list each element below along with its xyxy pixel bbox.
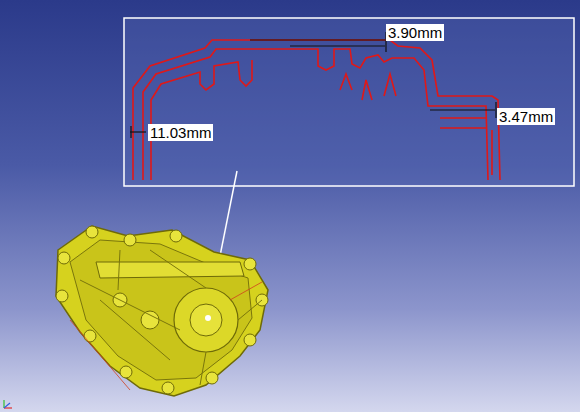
section-inset <box>124 18 574 186</box>
dimension-label: 3.47mm <box>497 108 555 125</box>
dimension-lines <box>130 32 496 138</box>
housing-part <box>56 226 268 396</box>
axis-triad <box>4 400 12 408</box>
section-profile <box>133 40 500 180</box>
pick-point <box>205 315 211 321</box>
dimension-label: 3.90mm <box>386 24 444 41</box>
dimension-label: 11.03mm <box>148 124 213 141</box>
